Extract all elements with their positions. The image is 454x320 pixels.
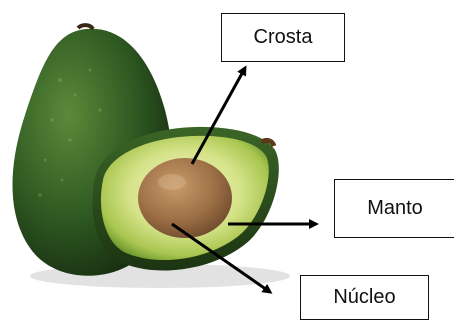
label-core-text: Núcleo	[333, 286, 395, 309]
half-avocado	[92, 127, 278, 271]
label-crust: Crosta	[221, 13, 345, 62]
label-core: Núcleo	[300, 275, 429, 320]
label-mantle: Manto	[334, 179, 454, 238]
label-crust-text: Crosta	[254, 26, 313, 49]
label-mantle-text: Manto	[367, 197, 423, 220]
core-pit	[138, 158, 232, 238]
